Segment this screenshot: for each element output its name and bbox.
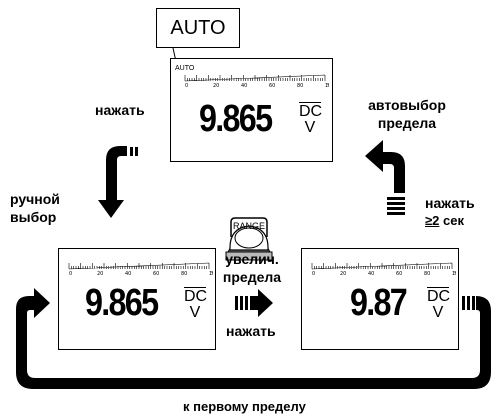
top-display: AUTO 0 20 40 60 80 100% 9.865 DC V (170, 58, 333, 162)
auto-indicator: AUTO (175, 65, 195, 72)
unit-label: DC V (184, 287, 208, 321)
manual-select-arrow (98, 146, 138, 218)
reading: 9.87 (350, 282, 408, 324)
scale-tick-label: 100 (452, 271, 456, 277)
scale-unit: % (454, 271, 456, 277)
scale-tick-label: 40 (241, 83, 247, 89)
scale-tick-label: 60 (269, 83, 275, 89)
label-press-hold: нажать ≥2 сек (425, 194, 475, 230)
label-press-hold-sec: сек (443, 213, 464, 228)
scale-tick-label: 20 (213, 83, 219, 89)
range-button-label: RANGE (232, 221, 265, 231)
label-press-top-left: нажать (95, 102, 145, 118)
label-increase-range: увелич. предела (222, 250, 282, 286)
analog-scale: 0 20 40 60 80 100% (68, 262, 213, 277)
scale-tick-label: 20 (97, 271, 103, 277)
label-manual-line1: ручной (10, 191, 60, 207)
unit-v: V (432, 304, 444, 321)
reading: 9.865 (199, 98, 273, 140)
label-increase-line1: увелич. (225, 251, 279, 267)
right-display: 0 20 40 60 80 100% 9.87 DC V (301, 248, 459, 350)
label-press-middle: нажать (226, 323, 276, 339)
label-press-hold-line2: ≥2 сек (425, 212, 475, 230)
scale-ticks (68, 262, 210, 270)
scale-tick-label: 40 (125, 271, 131, 277)
scale-tick-label: 0 (312, 271, 315, 277)
scale-tick-label: 80 (181, 271, 187, 277)
auto-callout: AUTO (156, 8, 240, 48)
unit-label: DC V (427, 287, 451, 321)
label-auto-select: автовыбор предела (359, 96, 455, 132)
scale-ticks (184, 74, 326, 82)
scale-tick-label: 20 (340, 271, 346, 277)
label-manual-line2: выбор (10, 209, 57, 225)
scale-tick-label: 80 (297, 83, 303, 89)
label-manual-select: ручной выбор (10, 190, 60, 226)
range-button[interactable]: RANGE (231, 218, 267, 240)
scale-tick-label: 100 (325, 83, 329, 89)
unit-v: V (304, 119, 316, 136)
scale-tick-label: 0 (69, 271, 72, 277)
scale-unit: % (327, 83, 329, 89)
auto-select-arrow (365, 140, 405, 215)
unit-v: V (189, 304, 201, 321)
scale-tick-label: 40 (368, 271, 374, 277)
label-auto-line1: автовыбор (368, 97, 446, 113)
label-increase-line2: предела (222, 269, 282, 285)
label-press-hold-ge: ≥2 (425, 213, 440, 228)
scale-tick-label: 0 (185, 83, 188, 89)
scale-tick-label: 60 (396, 271, 402, 277)
left-display: 0 20 40 60 80 100% 9.865 DC V (58, 248, 216, 350)
scale-tick-label: 80 (424, 271, 430, 277)
unit-label: DC V (299, 102, 323, 136)
label-press-hold-line1: нажать (425, 195, 475, 211)
increase-range-arrow (235, 289, 273, 317)
scale-unit: % (211, 271, 213, 277)
return-loop-arrow (16, 288, 491, 389)
label-auto-line2: предела (377, 115, 437, 131)
analog-scale: 0 20 40 60 80 100% (184, 74, 329, 89)
unit-dc: DC (184, 287, 208, 305)
range-button-body (225, 217, 273, 261)
reading: 9.865 (85, 282, 159, 324)
scale-ticks (311, 262, 453, 270)
label-to-first-range: к первому пределу (183, 399, 306, 414)
auto-callout-text: AUTO (170, 16, 226, 39)
unit-dc: DC (427, 287, 451, 305)
unit-dc: DC (299, 102, 323, 120)
scale-tick-label: 60 (153, 271, 159, 277)
scale-tick-label: 100 (209, 271, 213, 277)
analog-scale: 0 20 40 60 80 100% (311, 262, 456, 277)
